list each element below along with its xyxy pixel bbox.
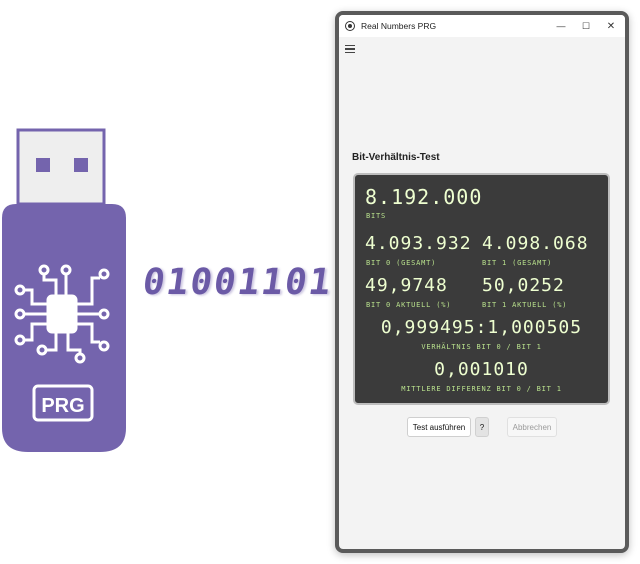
- bit0-total-value: 4.093.932: [365, 233, 472, 254]
- bit0-percent-label: BIT 0 AKTUELL (%): [366, 301, 452, 309]
- bits-value: 8.192.000: [365, 185, 483, 209]
- ratio-label: VERHÄLTNIS BIT 0 / BIT 1: [421, 343, 542, 351]
- circuit-chip-icon: [14, 264, 110, 364]
- bit1-percent-value: 50,0252: [482, 275, 565, 296]
- binary-text: 01001101: [140, 262, 336, 303]
- difference-label: MITTLERE DIFFERENZ BIT 0 / BIT 1: [401, 385, 562, 393]
- hamburger-menu-icon[interactable]: [345, 45, 355, 53]
- close-button[interactable]: ✕: [606, 20, 616, 32]
- bit0-total-label: BIT 0 (GESAMT): [366, 259, 437, 267]
- bit1-percent-label: BIT 1 AKTUELL (%): [482, 301, 568, 309]
- minimize-button[interactable]: —: [556, 21, 566, 31]
- section-title: Bit-Verhältnis-Test: [352, 152, 440, 163]
- difference-value: 0,001010: [434, 359, 529, 380]
- usb-label-box: [32, 384, 94, 422]
- bit1-total-value: 4.098.068: [482, 233, 589, 254]
- results-display: 8.192.000 BITS 4.093.932 BIT 0 (GESAMT) …: [353, 173, 610, 405]
- help-button[interactable]: ?: [475, 417, 489, 437]
- title-bar[interactable]: Real Numbers PRG — ☐ ✕: [339, 15, 625, 37]
- cancel-button[interactable]: Abbrechen: [507, 417, 557, 437]
- app-icon: [345, 21, 355, 31]
- usb-connector-hole-right: [74, 158, 88, 172]
- ratio-value: 0,999495:1,000505: [380, 317, 583, 338]
- bits-label: BITS: [366, 212, 387, 220]
- app-window: Real Numbers PRG — ☐ ✕ Bit-Verhältnis-Te…: [335, 11, 629, 553]
- usb-connector-hole-left: [36, 158, 50, 172]
- usb-label-text: PRG: [41, 395, 84, 417]
- usb-connector: [16, 128, 106, 206]
- bit1-total-label: BIT 1 (GESAMT): [482, 259, 553, 267]
- bit0-percent-value: 49,9748: [365, 275, 448, 296]
- run-test-button[interactable]: Test ausführen: [407, 417, 471, 437]
- window-title: Real Numbers PRG: [361, 21, 437, 31]
- usb-stick-illustration: PRG: [2, 128, 126, 452]
- action-buttons: Test ausführen ? Abbrechen: [339, 417, 625, 439]
- maximize-button[interactable]: ☐: [581, 20, 591, 31]
